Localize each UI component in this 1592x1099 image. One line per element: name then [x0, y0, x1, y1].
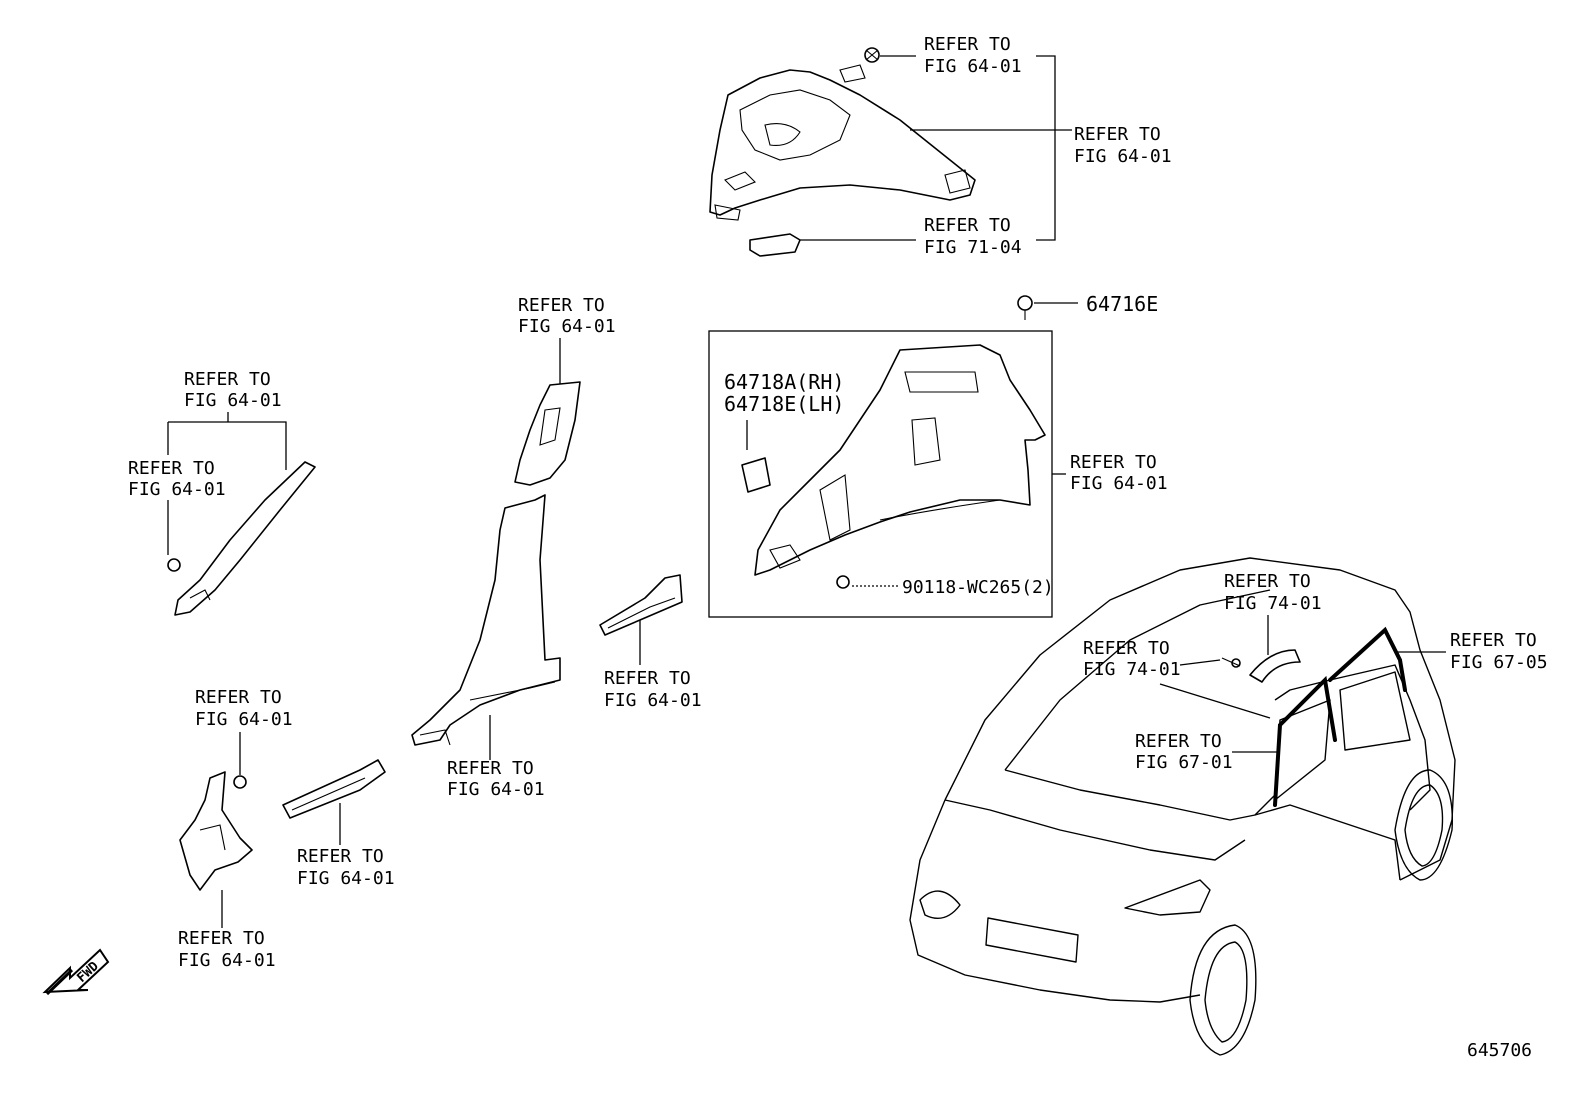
clip-64716e-icon — [1017, 295, 1033, 320]
part-number-64716e: 64716E — [1086, 292, 1158, 316]
grip-handle — [1221, 649, 1301, 683]
front-weatherstrip-label-2: FIG 67-01 — [1135, 752, 1233, 773]
grip-handle-label-1: REFER TO — [1224, 571, 1311, 592]
quarter-panel-label-2: FIG 64-01 — [1070, 473, 1168, 494]
top-lamp-label-2: FIG 71-04 — [924, 237, 1022, 258]
front-weatherstrip-label-1: REFER TO — [1135, 731, 1222, 752]
rear-scuff-label-1: REFER TO — [604, 668, 691, 689]
top-quarter-trim-panel — [709, 64, 976, 221]
rear-scuff-plate — [599, 574, 683, 636]
fwd-arrow-icon: FWD — [42, 948, 110, 996]
rear-weatherstrip-label-1: REFER TO — [1450, 630, 1537, 651]
front-scuff-label-2: FIG 64-01 — [297, 868, 395, 889]
rear-scuff-label-2: FIG 64-01 — [604, 690, 702, 711]
quarter-panel-label-1: REFER TO — [1070, 452, 1157, 473]
top-panel-label-1: REFER TO — [1074, 124, 1161, 145]
grip-bolt-label-2: FIG 74-01 — [1083, 659, 1181, 680]
top-clip-label-1: REFER TO — [924, 34, 1011, 55]
grip-handle-label-2: FIG 74-01 — [1224, 593, 1322, 614]
a-pillar-clip-label-2: FIG 64-01 — [128, 479, 226, 500]
top-clip-icon — [864, 47, 880, 63]
top-panel-label-2: FIG 64-01 — [1074, 146, 1172, 167]
part-number-64718e: 64718E(LH) — [724, 392, 844, 416]
b-pillar-lower-garnish — [411, 494, 561, 746]
cowl-side-trim — [179, 771, 253, 891]
a-pillar-clip-label-1: REFER TO — [128, 458, 215, 479]
a-pillar-garnish — [174, 461, 316, 616]
cowl-side-label-1: REFER TO — [178, 928, 265, 949]
b-pillar-lower-label-2: FIG 64-01 — [447, 779, 545, 800]
a-pillar-clip-icon — [167, 558, 181, 572]
screw-icon — [836, 575, 850, 589]
a-pillar-label-2: FIG 64-01 — [184, 390, 282, 411]
quarter-panel-pad — [741, 457, 771, 493]
b-pillar-lower-label-1: REFER TO — [447, 758, 534, 779]
front-scuff-label-1: REFER TO — [297, 846, 384, 867]
b-pillar-upper-label-1: REFER TO — [518, 295, 605, 316]
figure-id: 645706 — [1467, 1040, 1532, 1061]
part-number-90118: 90118-WC265(2) — [902, 577, 1054, 598]
b-pillar-upper-label-2: FIG 64-01 — [518, 316, 616, 337]
top-lamp — [749, 233, 801, 257]
cowl-clip-label-1: REFER TO — [195, 687, 282, 708]
quarter-trim-panel — [754, 344, 1046, 576]
cowl-clip-icon — [233, 775, 247, 789]
part-number-64718a: 64718A(RH) — [724, 370, 844, 394]
front-scuff-plate — [282, 759, 386, 819]
top-lamp-label-1: REFER TO — [924, 215, 1011, 236]
grip-bolt-label-1: REFER TO — [1083, 638, 1170, 659]
a-pillar-label-1: REFER TO — [184, 369, 271, 390]
b-pillar-upper-garnish — [514, 381, 581, 486]
cowl-side-label-2: FIG 64-01 — [178, 950, 276, 971]
rear-weatherstrip-label-2: FIG 67-05 — [1450, 652, 1548, 673]
vehicle-outline — [909, 557, 1456, 1056]
top-clip-label-2: FIG 64-01 — [924, 56, 1022, 77]
door-weatherstrip — [1273, 626, 1407, 807]
cowl-clip-label-2: FIG 64-01 — [195, 709, 293, 730]
